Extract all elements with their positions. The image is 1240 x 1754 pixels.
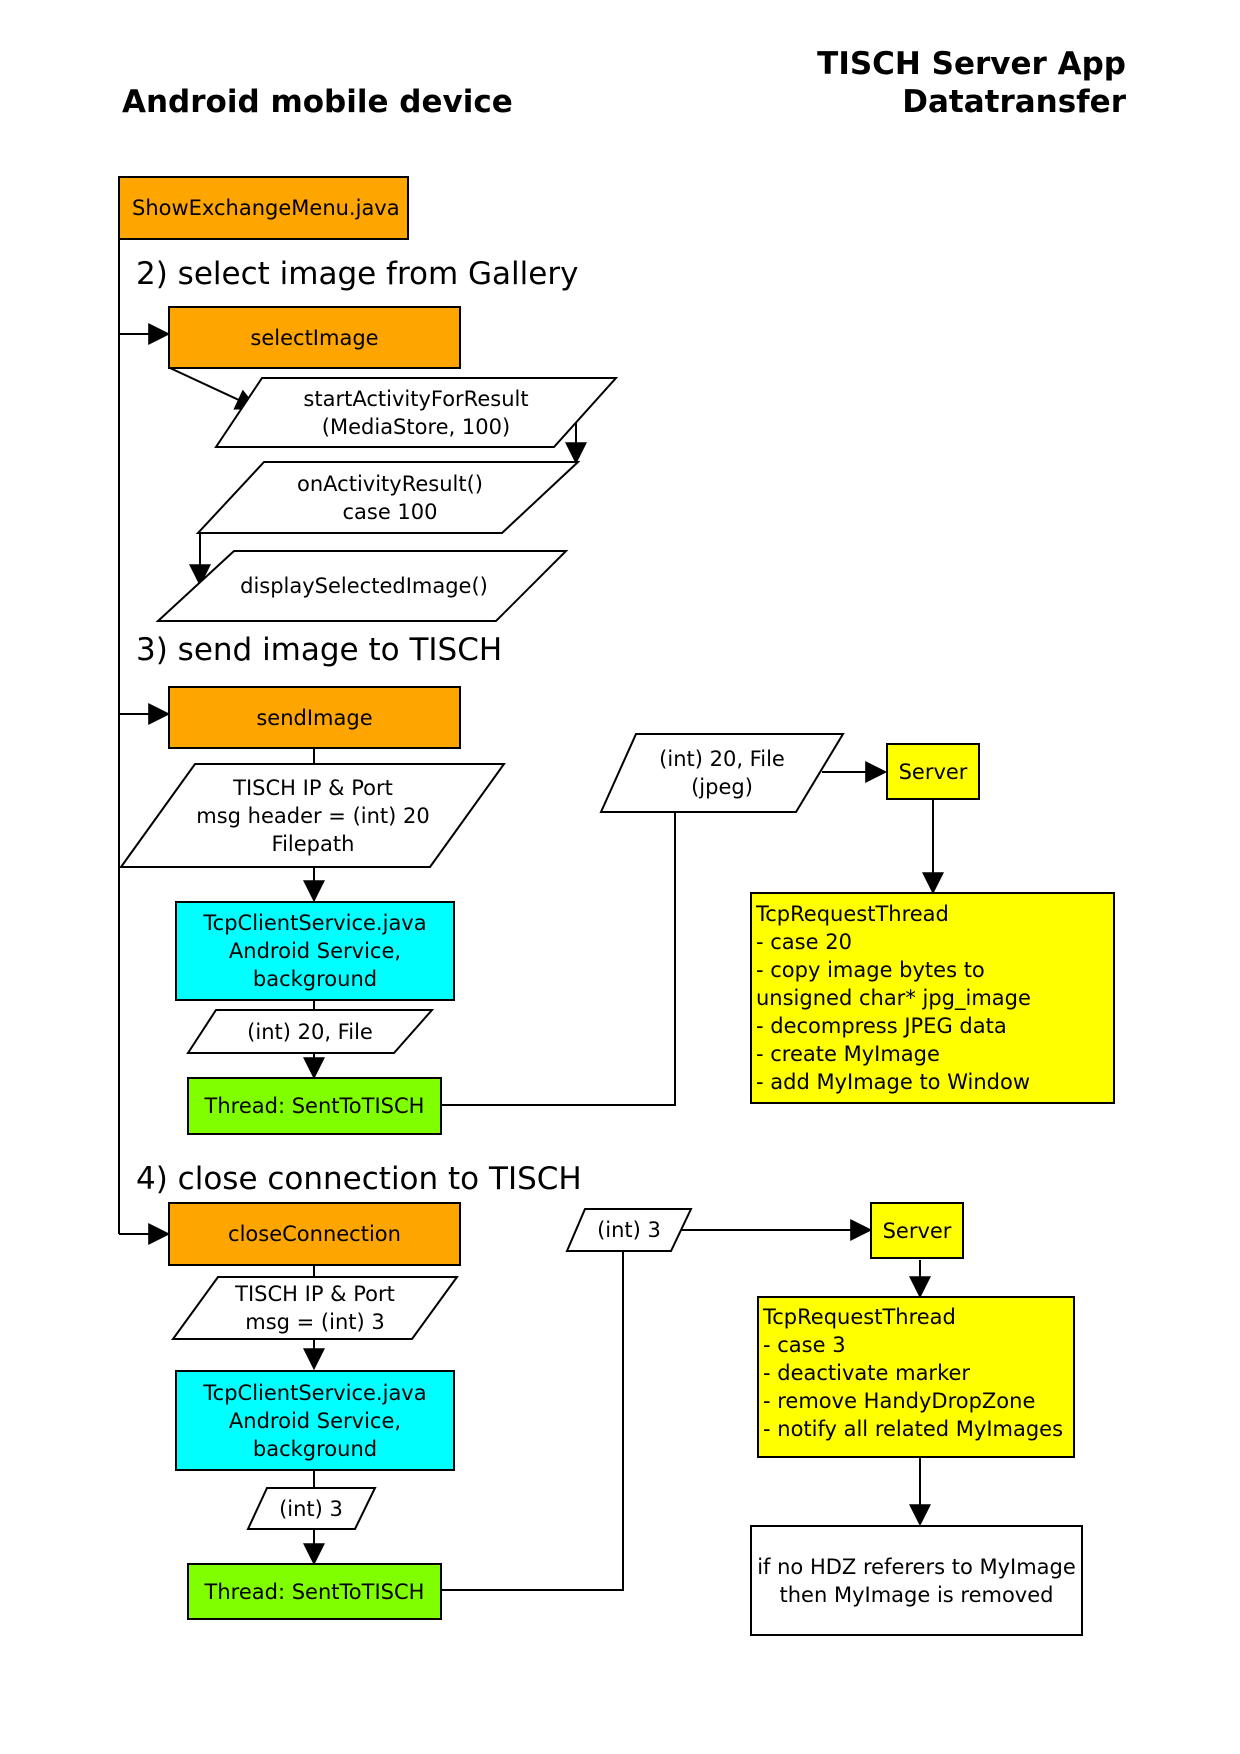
close-payload-shape (246, 1487, 377, 1530)
send-params-shape (119, 763, 506, 868)
tcp-client-1-line1: TcpClientService.java (203, 911, 427, 935)
send-params-label: TISCH IP & Port msg header = (int) 20 Fi… (158, 764, 468, 867)
right-title-line2: Datatransfer (902, 84, 1126, 120)
send-payload-label: (int) 20, File (247, 1019, 373, 1044)
transfer-payload-shape (599, 733, 845, 813)
start-activity-line2: (MediaStore, 100) (321, 414, 511, 439)
removal-note-line2: then MyImage is removed (779, 1582, 1054, 1607)
send-params-line3: Filepath (271, 831, 355, 856)
close-params-shape (171, 1276, 459, 1340)
tcp-request-1-line6: - create MyImage (756, 1042, 940, 1066)
transfer-payload-line2: (jpeg) (691, 775, 753, 799)
tcp-request-2-line2: - case 3 (763, 1333, 846, 1357)
on-activity-result-line2: case 100 (342, 499, 438, 524)
show-exchange-menu-box[interactable]: ShowExchangeMenu.java (118, 176, 409, 240)
section-title-select: 2) select image from Gallery (136, 256, 579, 292)
tcp-request-2-line1: TcpRequestThread (763, 1305, 956, 1329)
server-box-2[interactable]: Server (870, 1202, 964, 1259)
display-selected-shape (155, 550, 569, 622)
line-thread2-to-transfer (442, 1250, 624, 1591)
right-title-line1: TISCH Server App (817, 46, 1126, 82)
tcp-request-1-line3: - copy image bytes to (756, 958, 985, 982)
removal-note-line1: if no HDZ referers to MyImage (757, 1554, 1076, 1579)
tcp-client-service-box-2[interactable]: TcpClientService.java Android Service, b… (175, 1370, 455, 1471)
arrow-select-to-start (169, 367, 258, 410)
close-params-line1: TISCH IP & Port (235, 1282, 395, 1306)
line-thread1-to-transfer (442, 812, 676, 1106)
transfer-close-shape (565, 1208, 693, 1252)
tcp-client-1-line3: background (252, 967, 378, 991)
tcp-request-thread-box-2[interactable]: TcpRequestThread - case 3 - deactivate m… (757, 1296, 1075, 1458)
tcp-client-2-line1: TcpClientService.java (203, 1380, 427, 1405)
on-activity-result-shape (195, 461, 581, 534)
tcp-request-2-line3: - deactivate marker (763, 1361, 971, 1385)
send-params-line1: TISCH IP & Port (233, 775, 393, 800)
tcp-client-2-line3: background (252, 1436, 378, 1461)
close-params-label: TISCH IP & Port msg = (int) 3 (195, 1277, 435, 1339)
send-params-line2: msg header = (int) 20 (196, 803, 430, 828)
thread-sent-to-tisch-box-1[interactable]: Thread: SentToTISCH (187, 1077, 442, 1135)
thread-sent-to-tisch-box-2[interactable]: Thread: SentToTISCH (187, 1563, 442, 1620)
tcp-client-2-line2: Android Service, (228, 1408, 402, 1433)
tcp-request-1-line4: unsigned char* jpg_image (756, 986, 1031, 1010)
tcp-client-service-box-1[interactable]: TcpClientService.java Android Service, b… (175, 901, 455, 1001)
tcp-request-2-line5: - notify all related MyImages (763, 1417, 1064, 1441)
section-title-send: 3) send image to TISCH (136, 632, 503, 668)
server-box-1[interactable]: Server (886, 743, 980, 800)
section-title-close: 4) close connection to TISCH (136, 1161, 582, 1197)
tcp-request-1-line5: - decompress JPEG data (756, 1014, 1007, 1038)
send-image-box[interactable]: sendImage (168, 686, 461, 749)
tcp-request-2-line4: - remove HandyDropZone (763, 1389, 1036, 1413)
start-activity-label: startActivityForResult (MediaStore, 100) (240, 378, 592, 447)
tcp-client-1-line2: Android Service, (228, 939, 402, 963)
tcp-request-1-line1: TcpRequestThread (756, 902, 949, 926)
on-activity-result-line1: onActivityResult() (297, 471, 483, 496)
close-params-line2: msg = (int) 3 (245, 1310, 385, 1334)
tcp-request-1-line7: - add MyImage to Window (756, 1070, 1031, 1094)
start-activity-line1: startActivityForResult (303, 386, 529, 411)
transfer-close-label: (int) 3 (597, 1218, 661, 1242)
display-selected-label: displaySelectedImage() (240, 574, 488, 598)
tcp-request-1-line2: - case 20 (756, 930, 852, 954)
transfer-payload-label: (int) 20, File (jpeg) (618, 734, 826, 812)
select-image-box[interactable]: selectImage (168, 306, 461, 369)
tcp-request-thread-box-1[interactable]: TcpRequestThread - case 20 - copy image … (750, 892, 1115, 1104)
on-activity-result-label: onActivityResult() case 100 (230, 462, 550, 533)
close-connection-box[interactable]: closeConnection (168, 1202, 461, 1266)
transfer-payload-line1: (int) 20, File (659, 747, 785, 771)
start-activity-shape (214, 377, 619, 448)
close-payload-label: (int) 3 (279, 1496, 343, 1521)
send-payload-shape (186, 1009, 435, 1054)
removal-note-box: if no HDZ referers to MyImage then MyIma… (750, 1525, 1083, 1636)
left-title: Android mobile device (122, 84, 513, 120)
